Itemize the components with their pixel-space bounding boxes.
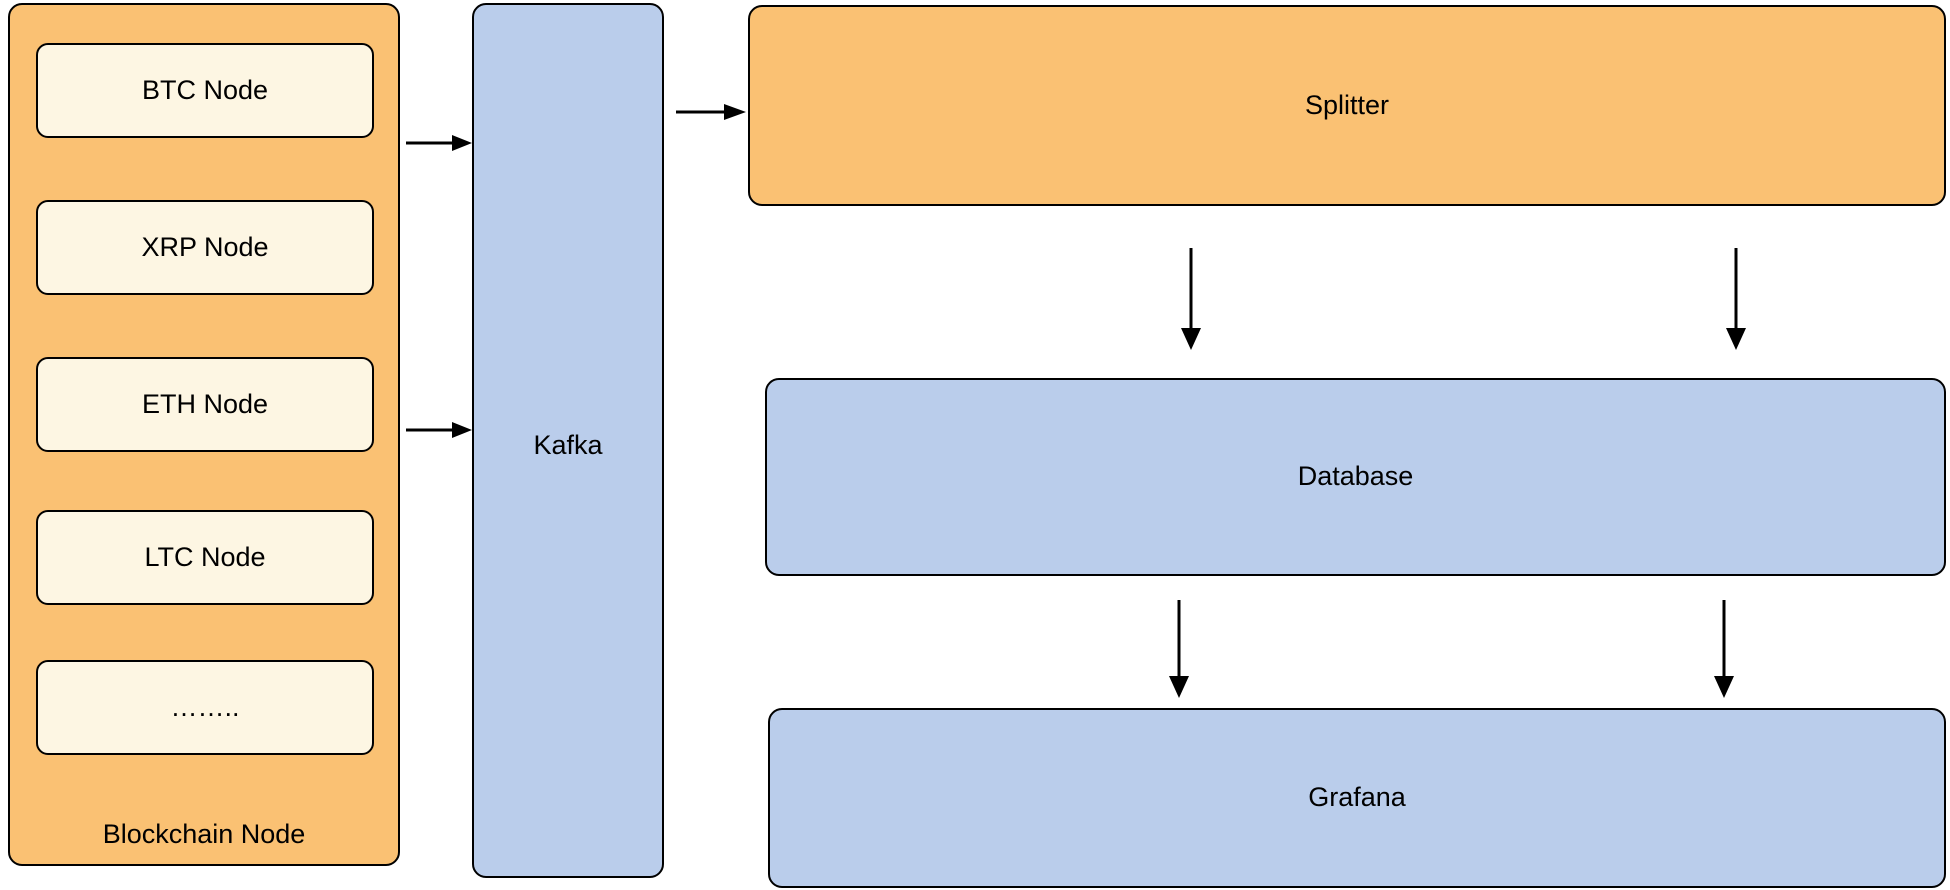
arrow-database-to-grafana-right — [1714, 600, 1734, 698]
database-label: Database — [1297, 461, 1414, 492]
blockchain-node-group-caption: Blockchain Node — [102, 818, 306, 849]
node-box-btc[interactable]: BTC Node — [36, 43, 374, 138]
splitter-label: Splitter — [1304, 89, 1390, 120]
arrow-kafka-to-splitter — [676, 104, 746, 120]
grafana-box[interactable]: Grafana — [768, 708, 1946, 888]
node-label-ellipsis: …….. — [170, 691, 240, 722]
node-label-ltc: LTC Node — [144, 541, 266, 572]
arrow-database-to-grafana-left — [1169, 600, 1189, 698]
node-box-ellipsis[interactable]: …….. — [36, 660, 374, 755]
node-label-xrp: XRP Node — [141, 231, 269, 262]
arrow-btc-node-to-kafka — [406, 135, 472, 151]
node-box-ltc[interactable]: LTC Node — [36, 510, 374, 605]
splitter-box[interactable]: Splitter — [748, 5, 1946, 206]
node-box-eth[interactable]: ETH Node — [36, 357, 374, 452]
kafka-box[interactable]: Kafka — [472, 3, 664, 878]
node-label-btc: BTC Node — [141, 74, 269, 105]
grafana-label: Grafana — [1308, 782, 1406, 813]
kafka-label: Kafka — [533, 430, 603, 460]
blockchain-node-group[interactable]: BTC Node XRP Node ETH Node LTC Node ……..… — [8, 3, 400, 866]
arrow-splitter-to-database-right — [1726, 248, 1746, 350]
node-label-eth: ETH Node — [141, 388, 269, 419]
arrow-splitter-to-database-left — [1181, 248, 1201, 350]
database-box[interactable]: Database — [765, 378, 1946, 576]
node-box-xrp[interactable]: XRP Node — [36, 200, 374, 295]
arrow-eth-node-to-kafka — [406, 422, 472, 438]
